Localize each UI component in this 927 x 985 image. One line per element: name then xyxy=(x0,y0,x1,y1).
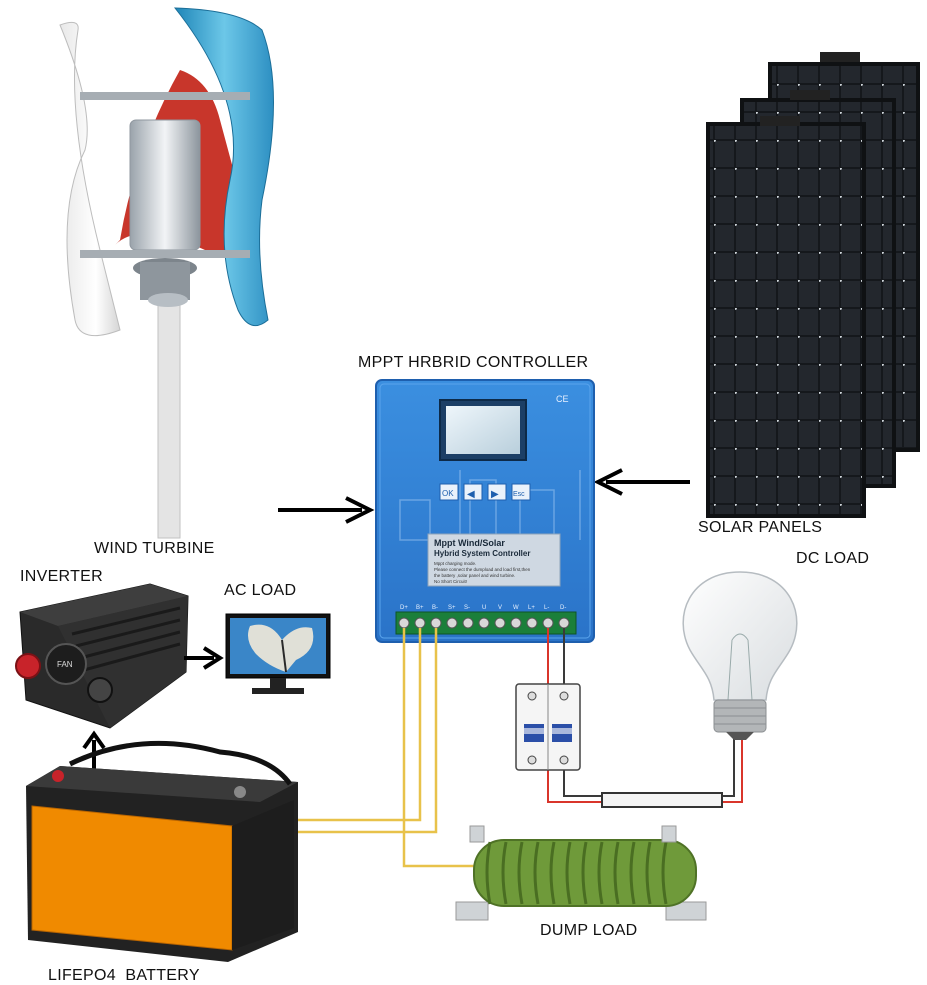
terminal-label: L- xyxy=(544,605,549,611)
dc-load-wires xyxy=(547,628,743,808)
terminal-label: V xyxy=(498,605,502,611)
dc-load-label: DC LOAD xyxy=(796,550,870,567)
terminal-label: S- xyxy=(464,605,470,611)
terminal-label: S+ xyxy=(448,605,456,611)
dump-load xyxy=(455,825,707,921)
battery-wires xyxy=(230,628,480,868)
controller-title-label: MPPT HRBRID CONTROLLER xyxy=(358,354,589,371)
arrow-inverter-to-ac-load xyxy=(184,646,224,670)
ac-load-label: AC LOAD xyxy=(224,582,297,599)
left-button-label: ◀ xyxy=(467,489,475,500)
panel-note-2: Please connect the dumpload and load fir… xyxy=(434,567,531,572)
ce-mark: CE xyxy=(556,394,569,404)
inverter-label: INVERTER xyxy=(20,568,104,585)
controller-buttons xyxy=(439,483,531,501)
inverter xyxy=(15,583,189,729)
panel-title-line1: Mppt Wind/Solar xyxy=(434,538,505,548)
terminal-label: L+ xyxy=(528,605,535,611)
battery-label: LIFEPO4 BATTERY xyxy=(48,967,200,984)
solar-panels xyxy=(706,52,920,518)
arrow-solar-to-controller xyxy=(593,468,690,496)
esc-button-label: Esc xyxy=(513,491,525,498)
panel-note-4: No Short Circuit! xyxy=(434,579,467,584)
terminal-labels: D+ B+ B- S+ S- U V W L+ L- D- xyxy=(400,605,566,611)
terminal-label: U xyxy=(482,605,486,611)
circuit-breaker xyxy=(515,683,581,771)
dump-load-label: DUMP LOAD xyxy=(540,922,638,939)
terminal-label: B+ xyxy=(416,605,424,611)
terminal-label: B- xyxy=(432,605,438,611)
solar-panels-label: SOLAR PANELS xyxy=(698,519,823,536)
wind-turbine xyxy=(59,7,274,539)
mppt-controller xyxy=(375,379,595,643)
battery xyxy=(26,740,298,962)
panel-title-line2: Hybrid System Controller xyxy=(434,549,530,558)
panel-note-1: Mppt charging mode. xyxy=(434,561,476,566)
light-bulb xyxy=(682,571,798,740)
terminal-label: W xyxy=(513,605,519,611)
monitor xyxy=(225,613,331,694)
inverter-fan-label: FAN xyxy=(57,660,73,669)
panel-note-3: the battery ,solar panel and wind turbin… xyxy=(434,573,515,578)
wind-turbine-label: WIND TURBINE xyxy=(94,540,215,557)
terminal-label: D+ xyxy=(400,605,408,611)
arrow-wind-to-controller xyxy=(278,496,375,524)
right-button-label: ▶ xyxy=(491,489,499,500)
terminal-label: D- xyxy=(560,605,566,611)
ok-button-label: OK xyxy=(442,489,454,498)
